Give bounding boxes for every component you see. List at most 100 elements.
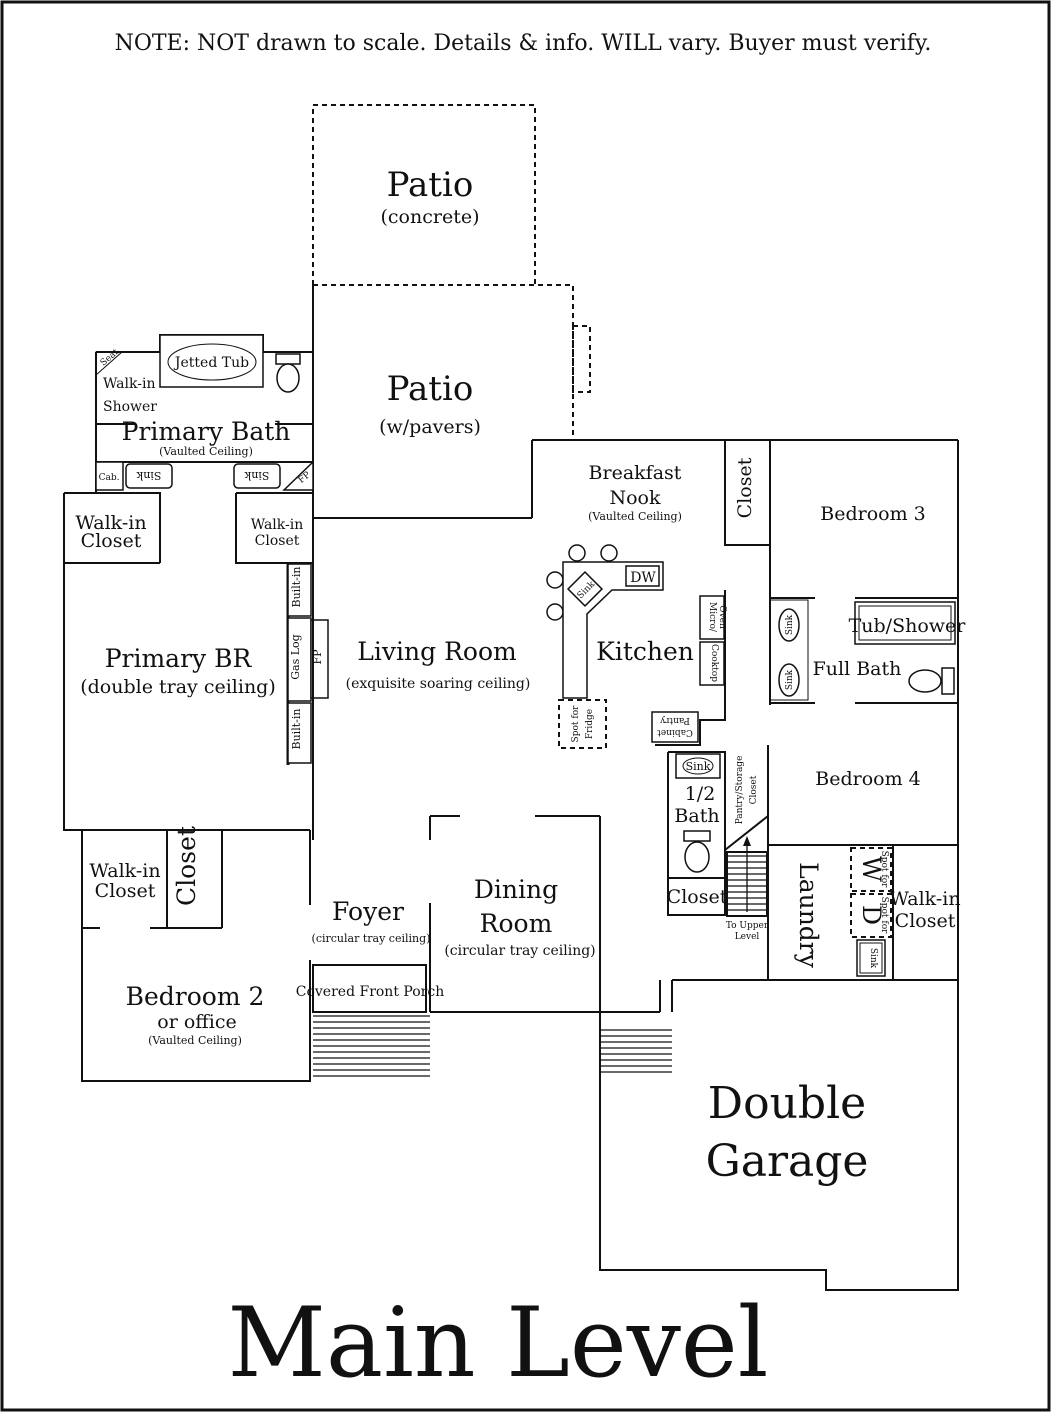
half-bath-outline (668, 751, 726, 880)
dining-room-name-1: Dining (474, 875, 558, 904)
sink-label-left: Sink (136, 469, 161, 482)
bedroom-4-name: Bedroom 4 (815, 768, 920, 790)
vanity-sink-left (125, 463, 173, 489)
laundry-sink-basin (859, 942, 883, 974)
kitchen-name: Kitchen (596, 637, 694, 666)
fp-label: FP (311, 649, 324, 665)
foyer-name: Foyer (332, 897, 404, 926)
builtin-bottom (287, 702, 312, 764)
primary-closet-right-label-1: Walk-in (251, 517, 303, 533)
bedroom-2-detail-2: (Vaulted Ceiling) (148, 1034, 242, 1047)
half-bath-toilet-tank (683, 830, 711, 842)
primary-toilet-tank (275, 353, 301, 365)
micro-oven (699, 595, 725, 640)
cabinet (95, 461, 124, 491)
cabinet-label: Cab. (99, 473, 120, 483)
patio-concrete-name: Patio (387, 165, 474, 205)
builtin-bottom-label: Built-in (290, 709, 303, 750)
shower-seat (95, 351, 124, 377)
pantry-cabinet-label-2: Cabinet (657, 727, 693, 737)
vanity-sink-right (233, 463, 281, 489)
primary-closet-left-label-1: Walk-in (75, 512, 146, 534)
dryer-label: D (857, 905, 886, 925)
primary-br-detail: (double tray ceiling) (80, 676, 276, 698)
full-bath-toilet-bowl (908, 669, 942, 693)
micro-label-2: Oven (717, 605, 727, 629)
primary-closet-left-label-2: Closet (81, 530, 142, 552)
fridge-label-1: Spot for (571, 705, 581, 743)
stairs-to-upper (726, 836, 768, 917)
dryer-spot-label: Spot for (879, 897, 889, 935)
full-bath-toilet-tank (941, 667, 955, 695)
gas-log-label: Gas Log (289, 634, 302, 679)
washer-spot-label: Spot for (879, 851, 889, 889)
tub-shower-label: Tub/Shower (849, 615, 967, 637)
half-bath-sink (682, 757, 714, 775)
patio-concrete-outline (312, 104, 536, 285)
jetted-tub (159, 334, 264, 388)
garage-name-1: Double (708, 1078, 866, 1129)
kitchen-sink (566, 570, 604, 608)
patio-pavers-name: Patio (387, 369, 474, 409)
tub-shower-inner (858, 605, 952, 641)
builtin-top (287, 563, 312, 617)
fireplace-hearth (310, 619, 329, 699)
nook-closet-label: Closet (734, 457, 756, 518)
washer-label: W (857, 856, 886, 882)
primary-br-name: Primary BR (105, 644, 253, 673)
builtin-top-label: Built-in (290, 567, 303, 608)
front-steps (313, 1015, 430, 1077)
primary-closet-right-label-2: Closet (255, 533, 300, 549)
to-upper-label-2: Level (735, 932, 760, 942)
bedroom-2-walkin-label-1: Walk-in (89, 860, 160, 882)
pantry-diagonal (724, 815, 769, 851)
full-bath-name: Full Bath (813, 658, 902, 680)
bedroom-2-closet-label: Closet (172, 826, 201, 906)
laundry-name: Laundry (794, 862, 823, 969)
tub-shower (854, 601, 956, 645)
half-bath-toilet-bowl (684, 841, 710, 873)
primary-bath-fireplace (282, 460, 314, 491)
full-bath-sink-1 (778, 608, 800, 642)
fridge-spot (558, 699, 607, 749)
living-room-name: Living Room (357, 637, 517, 666)
bedroom-2-name: Bedroom 2 (126, 982, 265, 1011)
covered-front-porch (312, 964, 427, 1013)
full-bath-sink-1-label: Sink (785, 614, 795, 635)
cooktop-label: Cooktop (709, 644, 719, 682)
patio-pavers-detail: (w/pavers) (379, 416, 481, 438)
primary-toilet-bowl (276, 363, 300, 393)
laundry-sink-label: Sink (868, 948, 878, 969)
breakfast-nook-name-2: Nook (609, 487, 661, 509)
full-bath-sink-2 (778, 663, 800, 697)
covered-porch-label: Covered Front Porch (296, 984, 444, 1000)
micro-label-1: Micro/ (707, 602, 717, 633)
jetted-tub-basin (167, 343, 257, 381)
laundry-walkin-label-2: Closet (895, 910, 956, 932)
pantry-cabinet-label-1: Pantry (659, 715, 690, 725)
jetted-tub-label: Jetted Tub (173, 355, 249, 371)
primary-bath-name: Primary Bath (122, 417, 291, 446)
fridge-label-2: Fridge (585, 709, 595, 739)
half-bath-name-1: 1/2 (685, 783, 716, 805)
to-upper-label-1: To Upper (726, 921, 769, 931)
dining-room-name-2: Room (480, 909, 553, 938)
cooktop (699, 641, 725, 686)
kitchen-counter-wall (655, 590, 726, 746)
dishwasher (625, 565, 660, 587)
pantry-storage-label-1: Pantry/Storage (735, 756, 745, 825)
patio-concrete-detail: (concrete) (381, 206, 480, 228)
garage-name-2: Garage (706, 1136, 869, 1187)
breakfast-nook-name-1: Breakfast (589, 462, 682, 484)
dw-label: DW (630, 570, 656, 586)
living-room-detail: (exquisite soaring ceiling) (346, 676, 531, 692)
bedroom-2-walkin-label-2: Closet (95, 880, 156, 902)
full-bath-vanity (769, 599, 809, 701)
disclaimer-note: NOTE: NOT drawn to scale. Details & info… (115, 31, 932, 56)
laundry-sink (856, 939, 886, 977)
primary-br-outline (63, 493, 310, 831)
nook-closet-outline (724, 440, 770, 546)
breakfast-nook-detail: (Vaulted Ceiling) (588, 510, 682, 523)
half-bath-closet (667, 877, 726, 916)
